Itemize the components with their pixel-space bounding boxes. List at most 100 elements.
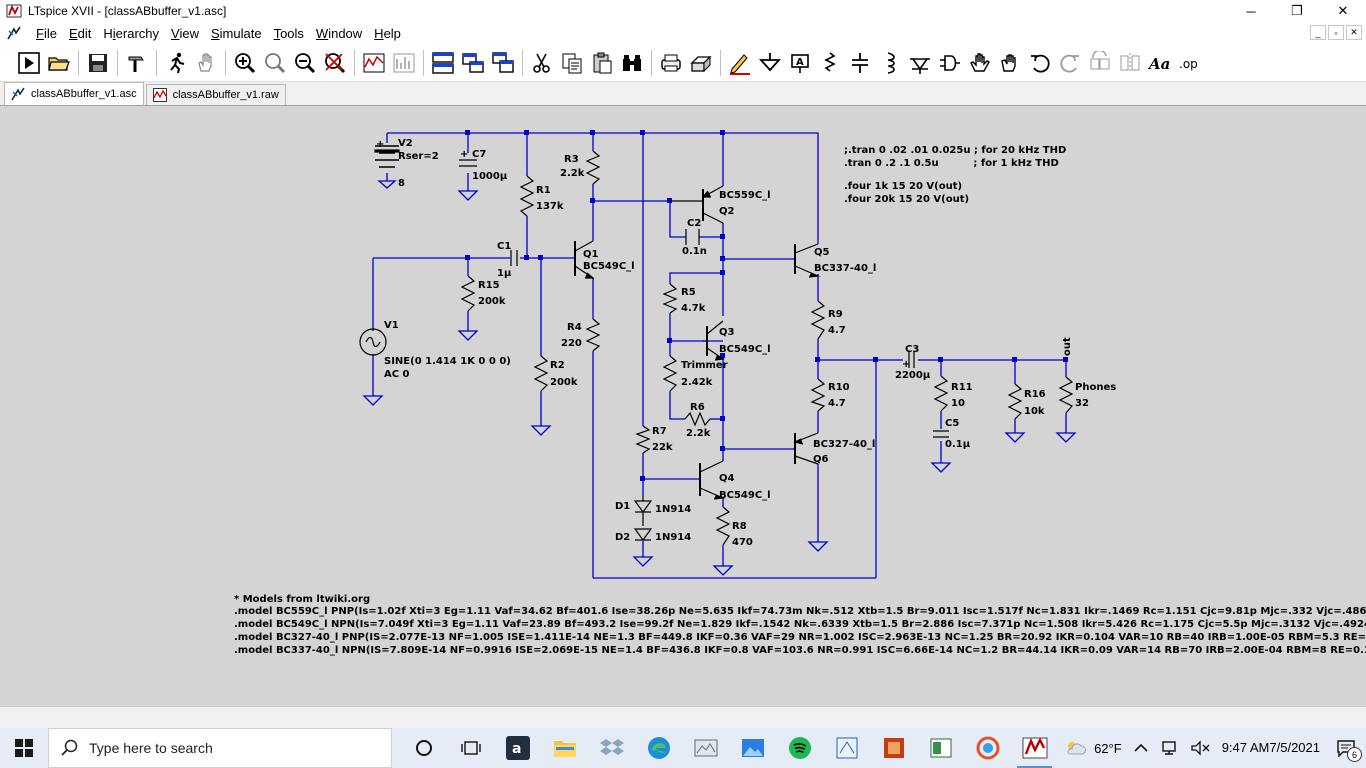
taskbar-cortana[interactable] — [400, 728, 447, 768]
label-Phones-value: 32 — [1075, 398, 1089, 409]
drag-hand-icon — [1001, 53, 1016, 72]
taskbar-colorful-app[interactable] — [964, 728, 1011, 768]
mdi-close-button[interactable]: ✕ — [1346, 25, 1362, 40]
find-button[interactable] — [617, 48, 647, 78]
ground-symbols — [362, 180, 1077, 576]
close-button[interactable]: ✕ — [1337, 3, 1349, 18]
taskbar-amazon[interactable]: a — [494, 728, 541, 768]
print-setup-button[interactable] — [656, 48, 686, 78]
copy-button[interactable] — [557, 48, 587, 78]
menu-edit[interactable]: Edit — [68, 25, 92, 41]
menu-tools[interactable]: Tools — [273, 25, 304, 41]
spice-directives[interactable]: ;.tran 0 .02 .01 0.025u ; for 20 kHz THD… — [844, 145, 1066, 205]
text-button[interactable]: Aa — [1145, 48, 1175, 78]
run-button[interactable] — [14, 48, 44, 78]
tab-waveform[interactable]: classABbuffer_v1.raw — [145, 84, 286, 105]
paste-button[interactable] — [587, 48, 617, 78]
autorange-button[interactable] — [359, 48, 389, 78]
label-D2: D2 — [615, 532, 630, 543]
place-component-button[interactable] — [935, 48, 965, 78]
place-ground-button[interactable] — [755, 48, 785, 78]
schematic-drawing[interactable]: V2 + Rser=2 8 C7 + 1000µ R1 137k R3 2.2k… — [0, 106, 1366, 706]
colorful-app-icon — [976, 736, 999, 760]
taskbar-search-box[interactable]: Type here to search — [48, 728, 392, 768]
trace-button[interactable] — [389, 48, 419, 78]
action-center-button[interactable]: 6 — [1326, 728, 1366, 768]
taskbar-photos[interactable] — [729, 728, 776, 768]
tile-vertical-button[interactable] — [458, 48, 488, 78]
label-R3: R3 — [564, 154, 579, 165]
spotify-icon — [788, 737, 811, 759]
taskbar-task-view[interactable] — [447, 728, 494, 768]
folder-icon — [553, 741, 576, 757]
halt-button[interactable] — [161, 48, 191, 78]
taskbar-viewer-app[interactable] — [917, 728, 964, 768]
spice-directive-button[interactable]: .op — [1175, 48, 1205, 78]
restore-button[interactable]: ❐ — [1291, 3, 1303, 18]
ground-icon — [758, 52, 782, 71]
photos-icon — [741, 739, 764, 757]
place-diode-button[interactable] — [905, 48, 935, 78]
draw-wire-button[interactable] — [725, 48, 755, 78]
zoom-in-button[interactable] — [230, 48, 260, 78]
taskbar-ltspice[interactable] — [1011, 728, 1058, 768]
start-button[interactable] — [0, 728, 48, 768]
taskbar-whiteboard[interactable] — [823, 728, 870, 768]
print-button[interactable] — [686, 48, 716, 78]
mdi-restore-button[interactable]: ▫ — [1328, 25, 1344, 40]
label-C2: C2 — [687, 218, 701, 229]
redo-button[interactable] — [1055, 48, 1085, 78]
label-V2-rser: Rser=2 — [398, 151, 439, 162]
menu-window[interactable]: Window — [315, 25, 363, 41]
cut-button[interactable] — [527, 48, 557, 78]
tab-waveform-label: classABbuffer_v1.raw — [172, 89, 279, 101]
place-resistor-button[interactable] — [815, 48, 845, 78]
drag-button[interactable] — [995, 48, 1025, 78]
tab-schematic[interactable]: classABbuffer_v1.asc — [4, 82, 144, 105]
notification-icon — [1337, 740, 1355, 757]
menu-file[interactable]: File — [36, 25, 57, 41]
schematic-canvas[interactable]: V2 + Rser=2 8 C7 + 1000µ R1 137k R3 2.2k… — [0, 105, 1366, 706]
net-label-icon: A — [791, 53, 809, 73]
volume-button[interactable] — [1184, 728, 1216, 768]
zoom-fit-button[interactable] — [260, 48, 290, 78]
model-BC559C: .model BC559C_l PNP(Is=1.02f Xti=3 Eg=1.… — [234, 606, 1366, 617]
minimize-button[interactable]: ─ — [1246, 3, 1256, 19]
taskbar-spotify[interactable] — [776, 728, 823, 768]
document-icon[interactable] — [6, 25, 22, 41]
taskbar-edge[interactable] — [635, 728, 682, 768]
save-button[interactable] — [83, 48, 113, 78]
menu-hierarchy[interactable]: Hierarchy — [103, 25, 160, 41]
run-icon — [18, 51, 40, 74]
taskbar-screenshot-app[interactable] — [682, 728, 729, 768]
model-statements[interactable]: * Models from ltwiki.org .model BC559C_l… — [234, 594, 1366, 656]
weather-widget[interactable]: 62°F — [1058, 728, 1128, 768]
taskbar-clock[interactable]: 9:47 AM 7/5/2021 — [1216, 728, 1326, 768]
place-inductor-button[interactable] — [875, 48, 905, 78]
menu-simulate[interactable]: Simulate — [210, 25, 262, 41]
move-button[interactable] — [965, 48, 995, 78]
pan-button[interactable] — [191, 48, 221, 78]
cascade-button[interactable] — [488, 48, 518, 78]
network-button[interactable] — [1154, 728, 1184, 768]
zoom-out-button[interactable] — [290, 48, 320, 78]
tile-horizontal-button[interactable] — [428, 48, 458, 78]
zoom-in-icon — [235, 52, 256, 73]
menu-help[interactable]: Help — [374, 25, 401, 41]
rotate-button[interactable] — [1085, 48, 1115, 78]
taskbar-file-explorer[interactable] — [541, 728, 588, 768]
screenshot-app-icon — [694, 739, 717, 757]
taskbar-dropbox[interactable] — [588, 728, 635, 768]
undo-button[interactable] — [1025, 48, 1055, 78]
show-hidden-icons-button[interactable] — [1128, 728, 1154, 768]
control-panel-button[interactable] — [122, 48, 152, 78]
label-net-button[interactable]: A — [785, 48, 815, 78]
menu-view[interactable]: View — [171, 25, 199, 41]
open-button[interactable] — [44, 48, 74, 78]
taskbar-powerpoint-like[interactable] — [870, 728, 917, 768]
mdi-minimize-button[interactable]: _ — [1310, 25, 1326, 40]
place-capacitor-button[interactable] — [845, 48, 875, 78]
zoom-cancel-icon — [325, 52, 346, 73]
zoom-cancel-button[interactable] — [320, 48, 350, 78]
mirror-button[interactable] — [1115, 48, 1145, 78]
